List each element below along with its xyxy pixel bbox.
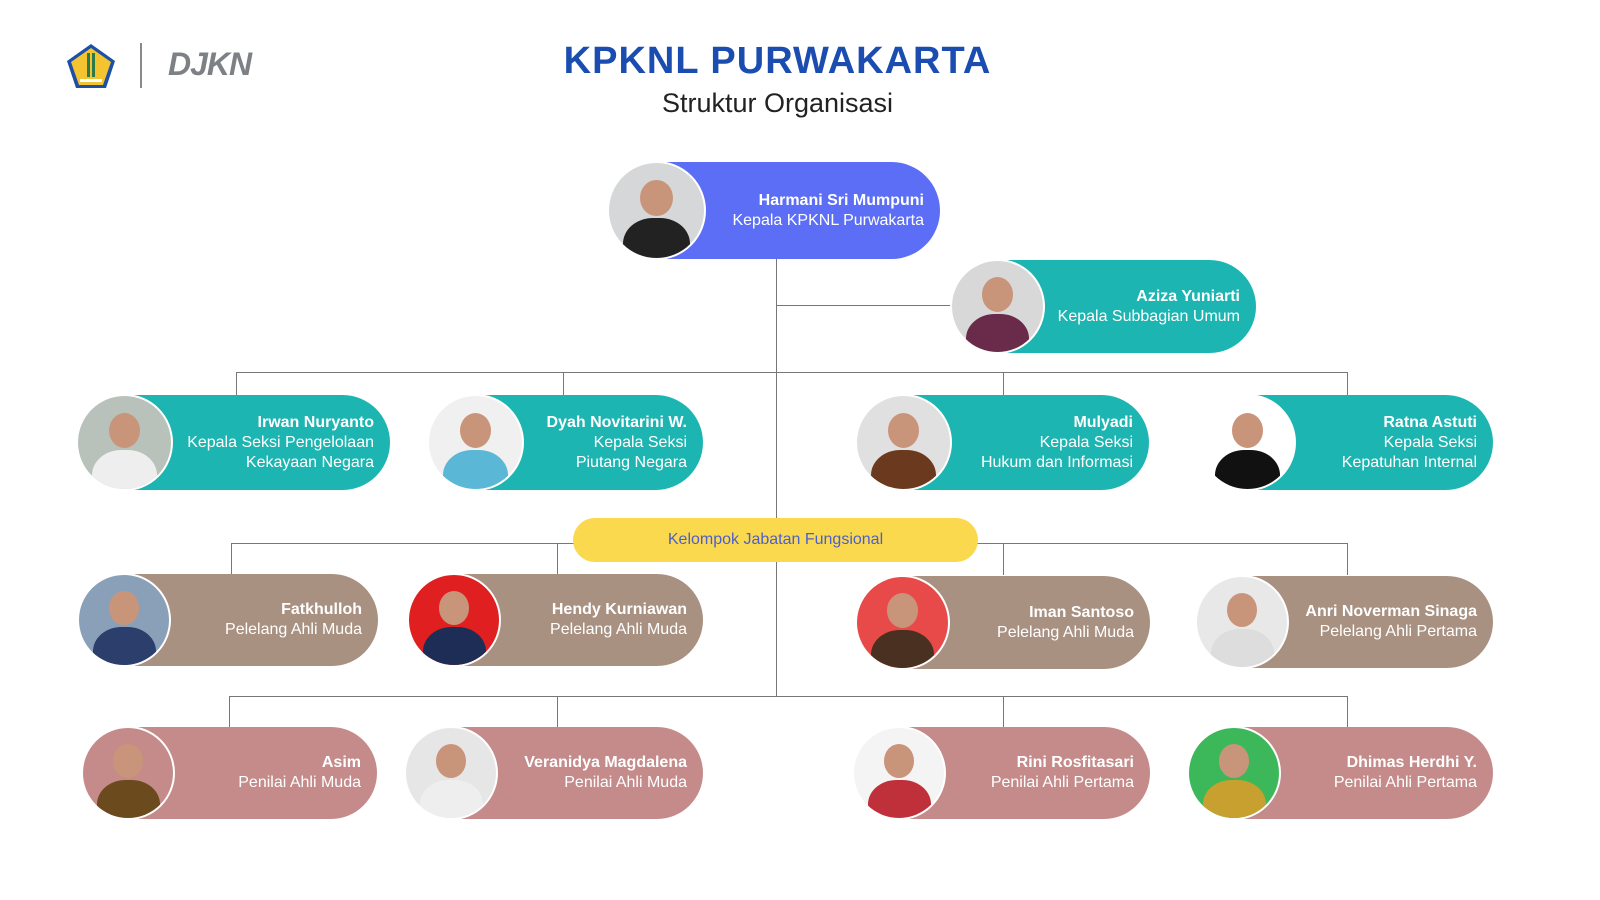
- person-photo: [427, 394, 524, 491]
- person-name: Iman Santoso: [1029, 603, 1134, 621]
- connector-line: [1347, 372, 1348, 396]
- person-photo: [855, 575, 950, 670]
- person-name: Irwan Nuryanto: [257, 413, 374, 431]
- person-role: Pelelang Ahli Pertama: [1319, 623, 1477, 640]
- djkn-logo: DJKN: [168, 46, 252, 82]
- connector-line: [229, 696, 230, 728]
- person-role: Pelelang Ahli Muda: [997, 623, 1134, 641]
- connector-line: [1003, 543, 1004, 575]
- person-role: Kekayaan Negara: [245, 453, 374, 471]
- connector-line: [557, 543, 558, 575]
- connector-line: [776, 258, 777, 696]
- person-role: Kepala Seksi: [1383, 433, 1477, 451]
- connector-line: [563, 372, 564, 396]
- person-name: Dhimas Herdhi Y.: [1346, 754, 1477, 771]
- connector-line: [229, 696, 1348, 697]
- person-photo: [1195, 575, 1289, 669]
- person-photo: [950, 259, 1045, 354]
- person-photo: [855, 394, 952, 491]
- person-name: Anri Noverman Sinaga: [1305, 603, 1477, 620]
- connector-line: [236, 372, 237, 396]
- person-role: Kepatuhan Internal: [1341, 453, 1477, 471]
- kemenkeu-emblem-logo: [67, 44, 115, 88]
- person-photo: [607, 161, 706, 260]
- person-name: Rini Rosfitasari: [1016, 754, 1134, 771]
- person-photo: [77, 573, 171, 667]
- person-role: Penilai Ahli Muda: [238, 774, 361, 791]
- person-role: Pelelang Ahli Muda: [225, 621, 362, 638]
- person-role: Piutang Negara: [575, 453, 687, 471]
- person-role: Kepala Subbagian Umum: [1057, 307, 1240, 325]
- person-role: Penilai Ahli Muda: [564, 774, 687, 791]
- person-role: Kepala Seksi: [593, 433, 687, 451]
- connector-line: [236, 372, 1348, 373]
- person-name: Dyah Novitarini W.: [546, 413, 687, 431]
- person-photo: [1187, 726, 1281, 820]
- person-role: Kepala Seksi: [1039, 433, 1133, 451]
- person-name: Fatkhulloh: [281, 601, 362, 618]
- person-role: Penilai Ahli Pertama: [990, 774, 1134, 791]
- connector-line: [557, 696, 558, 728]
- fungsional-group-label: Kelompok Jabatan Fungsional: [573, 518, 978, 562]
- person-photo: [852, 726, 946, 820]
- connector-line: [776, 305, 952, 306]
- person-name: Hendy Kurniawan: [551, 601, 687, 618]
- page-title: KPKNL PURWAKARTA: [563, 40, 992, 82]
- person-role: Hukum dan Informasi: [980, 453, 1133, 471]
- org-card-dhimas-herdhi-y: Dhimas Herdhi Y. Penilai Ahli Pertama: [1187, 726, 1493, 820]
- person-photo: [76, 394, 173, 491]
- person-photo: [404, 726, 498, 820]
- person-name: Asim: [321, 754, 361, 771]
- person-photo: [81, 726, 175, 820]
- logo-divider: [140, 43, 142, 88]
- person-name: Aziza Yuniarti: [1136, 287, 1240, 305]
- person-role: Pelelang Ahli Muda: [550, 621, 687, 638]
- connector-line: [1347, 543, 1348, 575]
- person-role: Kepala KPKNL Purwakarta: [732, 211, 924, 229]
- person-role: Kepala Seksi Pengelolaan: [187, 433, 374, 451]
- person-role: Penilai Ahli Pertama: [1333, 774, 1477, 791]
- connector-line: [1003, 372, 1004, 396]
- page-subtitle: Struktur Organisasi: [661, 88, 894, 118]
- person-name: Harmani Sri Mumpuni: [758, 191, 924, 209]
- person-name: Veranidya Magdalena: [524, 754, 687, 771]
- person-photo: [1199, 394, 1296, 491]
- person-photo: [407, 573, 501, 667]
- connector-line: [1003, 696, 1004, 728]
- connector-line: [231, 543, 232, 575]
- person-name: Mulyadi: [1073, 413, 1133, 431]
- person-name: Ratna Astuti: [1383, 413, 1477, 431]
- connector-line: [1347, 696, 1348, 728]
